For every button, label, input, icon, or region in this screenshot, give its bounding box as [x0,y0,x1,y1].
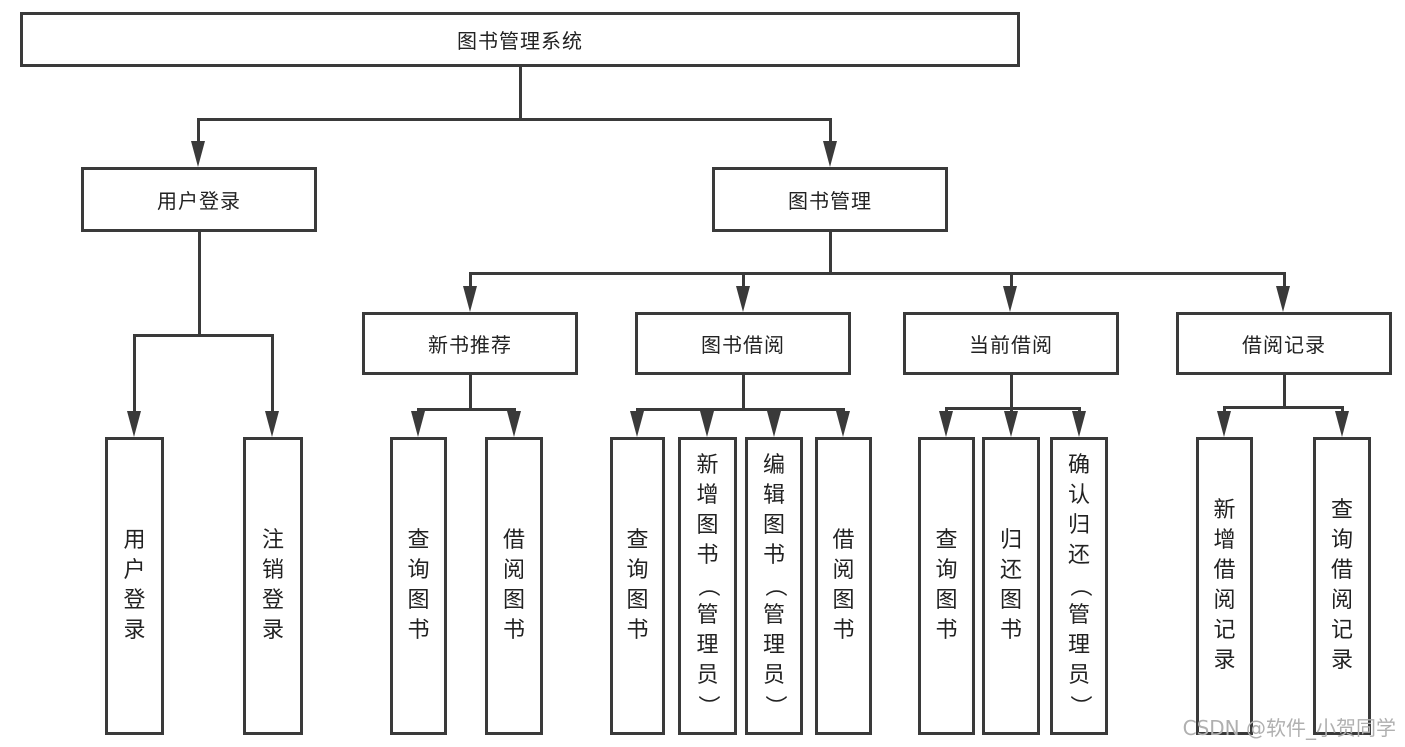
connector [133,334,274,337]
leaf-query-borrow-record: 查询借阅记录 [1313,437,1371,735]
node-library-system: 图书管理系统 [20,12,1020,67]
arrowhead-icon [767,411,781,437]
leaf-edit-book-admin: 编辑图书（管理员） [745,437,803,735]
leaf-add-book-admin: 新增图书（管理员） [678,437,737,735]
connector [636,408,845,411]
connector [1010,407,1013,414]
leaf-logout: 注销登录 [243,437,303,735]
arrowhead-icon [823,141,837,167]
leaf-query-books-recommend: 查询图书 [390,437,447,735]
leaf-add-borrow-record: 新增借阅记录 [1196,437,1253,735]
node-current-borrow: 当前借阅 [903,312,1119,375]
leaf-query-books-borrow: 查询图书 [610,437,665,735]
connector [1223,406,1226,414]
node-user-login: 用户登录 [81,167,317,232]
connector [519,67,522,120]
connector [417,408,516,411]
leaf-query-books-current: 查询图书 [918,437,975,735]
connector [1223,406,1344,409]
arrowhead-icon [1335,411,1349,437]
connector [945,407,1081,410]
leaf-return-book: 归还图书 [982,437,1040,735]
connector [945,407,948,414]
connector [1078,407,1081,414]
node-new-book-recommend: 新书推荐 [362,312,578,375]
node-book-management: 图书管理 [712,167,948,232]
arrowhead-icon [1004,411,1018,437]
arrowhead-icon [191,141,205,167]
connector [469,272,1285,275]
connector [829,118,832,144]
arrowhead-icon [1276,286,1290,312]
leaf-borrow-books-borrow: 借阅图书 [815,437,872,735]
connector [742,375,745,410]
connector [198,232,201,336]
connector [197,118,200,144]
connector [1010,272,1013,288]
connector [469,272,472,288]
csdn-watermark: CSDN @软件_小贺同学 [1182,716,1396,740]
connector [271,334,274,413]
connector [1010,375,1013,409]
connector [133,334,136,413]
arrowhead-icon [265,411,279,437]
arrowhead-icon [1217,411,1231,437]
leaf-borrow-books-recommend: 借阅图书 [485,437,543,735]
connector [1341,406,1344,414]
arrowhead-icon [836,411,850,437]
node-book-borrow: 图书借阅 [635,312,851,375]
arrowhead-icon [127,411,141,437]
arrowhead-icon [700,411,714,437]
arrowhead-icon [1072,411,1086,437]
connector [1283,375,1286,408]
connector [469,375,472,410]
arrowhead-icon [1003,286,1017,312]
leaf-user-login: 用户登录 [105,437,164,735]
connector [197,118,832,121]
connector [829,232,832,274]
arrowhead-icon [939,411,953,437]
connector [742,272,745,288]
arrowhead-icon [736,286,750,312]
node-borrow-record: 借阅记录 [1176,312,1392,375]
connector [1283,272,1286,288]
arrowhead-icon [411,411,425,437]
arrowhead-icon [463,286,477,312]
arrowhead-icon [630,411,644,437]
arrowhead-icon [507,411,521,437]
leaf-confirm-return-admin: 确认归还（管理员） [1050,437,1108,735]
